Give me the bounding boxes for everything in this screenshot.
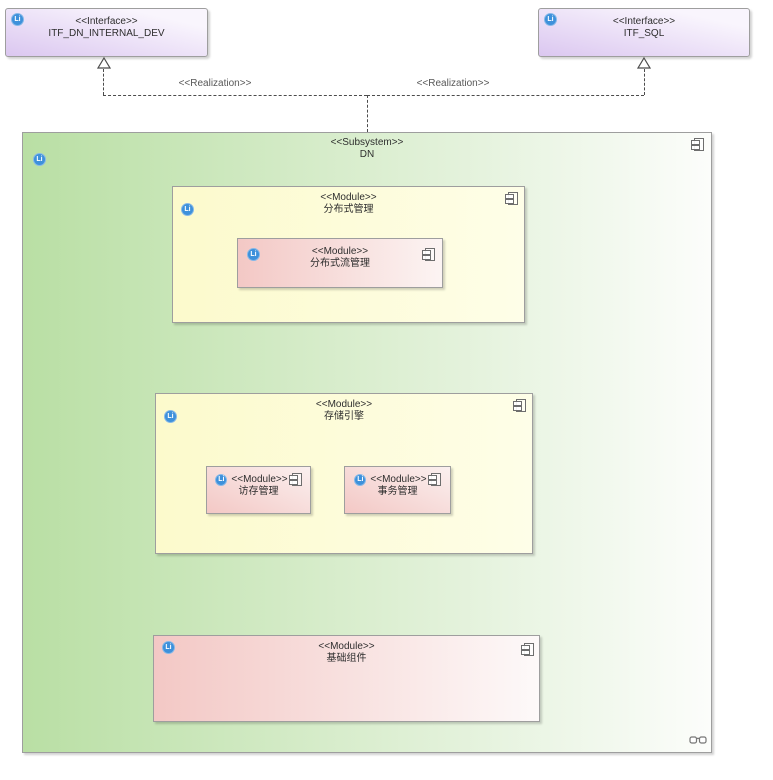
subsystem-stereotype: <<Subsystem>> — [330, 137, 404, 148]
module-node-basic-components[interactable]: Li <<Module>> 基础组件 — [153, 635, 540, 722]
component-icon — [427, 473, 441, 486]
interface-node-itf-dn-internal-dev[interactable]: Li <<Interface>> ITF_DN_INTERNAL_DEV — [5, 8, 208, 57]
realization-line-right-vertical — [644, 69, 645, 95]
li-badge-icon: Li — [162, 641, 175, 654]
module-stereotype: <<Module>> — [370, 473, 427, 485]
glasses-icon — [689, 736, 707, 744]
component-icon — [288, 473, 302, 486]
module-stereotype: <<Module>> — [318, 641, 375, 652]
module-stereotype: <<Module>> — [231, 473, 288, 485]
module-name: 分布式管理 — [323, 204, 374, 215]
module-stereotype: <<Module>> — [315, 399, 373, 410]
subsystem-node-dn[interactable]: Li <<Subsystem>> DN Li <<Module>> 分布式管理 … — [22, 132, 712, 753]
module-node-memory-access-management[interactable]: Li <<Module>> 访存管理 — [206, 466, 311, 514]
li-badge-icon: Li — [181, 203, 194, 216]
subsystem-name: DN — [359, 149, 375, 160]
realization-arrowhead-icon — [97, 57, 111, 69]
realization-line-left-vertical — [103, 69, 104, 95]
component-icon — [691, 138, 704, 151]
module-name: 存储引擎 — [324, 411, 364, 422]
module-node-storage-engine[interactable]: Li <<Module>> 存储引擎 Li <<Module>> 访存管理 Li — [155, 393, 533, 554]
realization-label: <<Realization>> — [178, 78, 252, 89]
li-badge-icon: Li — [354, 473, 367, 486]
li-badge-icon: Li — [11, 13, 24, 26]
module-node-distributed-management[interactable]: Li <<Module>> 分布式管理 Li <<Module>> 分布式流管理 — [172, 186, 525, 323]
module-name: 访存管理 — [238, 486, 279, 497]
realization-line-right-horizontal — [367, 95, 644, 96]
realization-arrowhead-icon — [637, 57, 651, 69]
module-node-distributed-flow-management[interactable]: Li <<Module>> 分布式流管理 — [237, 238, 443, 288]
li-badge-icon: Li — [544, 13, 557, 26]
li-badge-icon: Li — [164, 410, 177, 423]
interface-name: ITF_SQL — [623, 28, 665, 39]
li-badge-icon: Li — [33, 153, 46, 166]
module-name: 事务管理 — [377, 486, 418, 497]
component-icon — [422, 248, 435, 261]
li-badge-icon: Li — [215, 473, 228, 486]
interface-stereotype: <<Interface>> — [612, 16, 676, 27]
module-stereotype: <<Module>> — [320, 192, 377, 203]
component-icon — [513, 399, 526, 412]
interface-stereotype: <<Interface>> — [75, 16, 138, 27]
module-node-transaction-management[interactable]: Li <<Module>> 事务管理 — [344, 466, 451, 514]
module-name: 基础组件 — [326, 653, 367, 664]
li-badge-icon: Li — [247, 248, 260, 261]
module-name: 分布式流管理 — [310, 258, 370, 269]
realization-line-left-horizontal — [103, 95, 367, 96]
module-stereotype: <<Module>> — [311, 246, 369, 257]
realization-label: <<Realization>> — [416, 78, 490, 89]
interface-name: ITF_DN_INTERNAL_DEV — [48, 28, 165, 39]
component-icon — [505, 192, 518, 205]
realization-line-middle-vertical — [367, 95, 368, 132]
interface-node-itf-sql[interactable]: Li <<Interface>> ITF_SQL — [538, 8, 750, 57]
component-icon — [521, 643, 534, 656]
